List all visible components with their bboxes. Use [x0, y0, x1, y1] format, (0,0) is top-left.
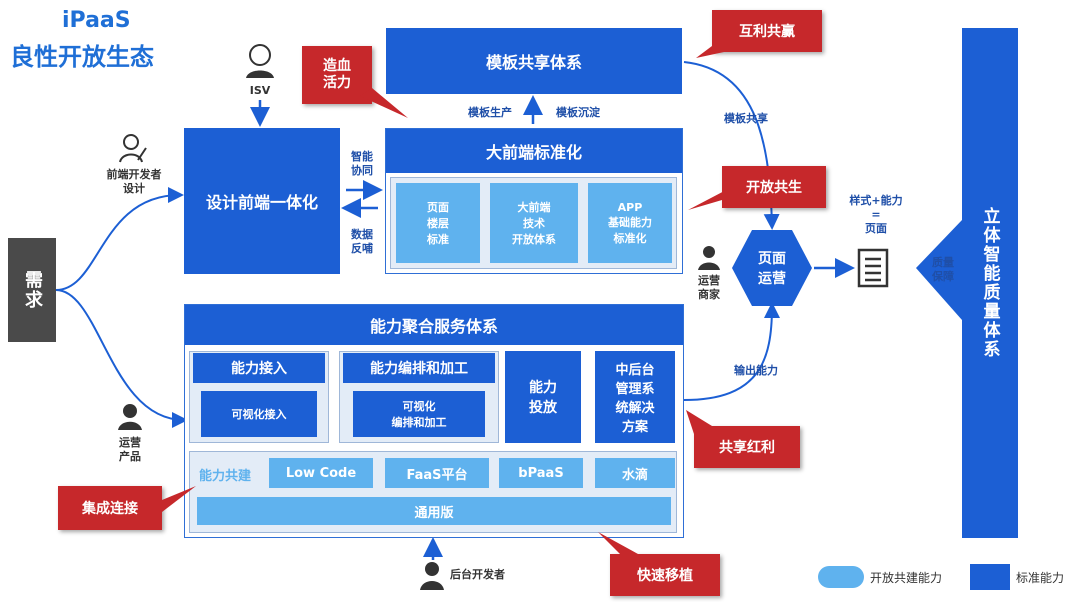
- pill-shuidi: 水滴: [595, 458, 675, 488]
- template-system-box: 模板共享体系: [386, 28, 682, 94]
- design-fe-box: 设计前端一体化: [184, 128, 340, 274]
- fe-dev-icon: [118, 132, 148, 164]
- ops-product-icon: [116, 402, 144, 430]
- callout-blood: 造血 活力: [302, 46, 372, 104]
- output-cap-label: 输出能力: [734, 364, 778, 377]
- big-fe-item-app: APP 基础能力 标准化: [588, 183, 672, 263]
- title-line1: iPaaS: [62, 8, 131, 33]
- pill-lowcode: Low Code: [269, 458, 373, 488]
- ops-merchant-label: 运营 商家: [698, 274, 720, 301]
- template-produce-label: 模板生产: [468, 106, 512, 119]
- mid-backend-box: 中后台 管理系 统解决 方案: [595, 351, 675, 443]
- fe-dev-label: 前端开发者 设计: [106, 168, 162, 195]
- isv-icon: [242, 42, 278, 80]
- document-icon: [856, 248, 890, 288]
- delivery-box: 能力 投放: [505, 351, 581, 443]
- big-fe-item-floor: 页面 楼层 标准: [396, 183, 480, 263]
- big-fe-item-tech: 大前端 技术 开放体系: [490, 183, 578, 263]
- access-title: 能力接入: [193, 353, 325, 383]
- pill-bpaas: bPaaS: [499, 458, 583, 488]
- legend-std-swatch: [970, 564, 1010, 590]
- page-subtitle: 良性开放生态: [10, 43, 154, 71]
- callout-dividend: 共享红利: [694, 426, 800, 468]
- style-cap-label: 样式+能力 = 页面: [849, 194, 903, 235]
- pill-faas: FaaS平台: [385, 458, 489, 488]
- orchestration-inner: 可视化 编排和加工: [353, 391, 485, 437]
- template-share-label: 模板共享: [724, 112, 768, 125]
- backend-dev-icon: [418, 560, 446, 590]
- demand-block: 需求: [8, 238, 56, 342]
- legend-open-label: 开放共建能力: [870, 571, 943, 585]
- big-fe-title: 大前端标准化: [386, 129, 682, 173]
- backend-dev-label: 后台开发者: [450, 568, 505, 581]
- ops-product-label: 运营 产品: [119, 436, 141, 463]
- data-feedback-label: 数据 反哺: [351, 228, 373, 255]
- quality-system-box: 立体智能质量体系: [962, 28, 1018, 538]
- legend-open-swatch: [818, 566, 864, 588]
- isv-label: ISV: [249, 84, 271, 97]
- legend-std-label: 标准能力: [1016, 571, 1065, 585]
- ops-merchant-icon: [696, 244, 722, 270]
- access-inner: 可视化接入: [201, 391, 317, 437]
- cobuild-label: 能力共建: [199, 469, 252, 484]
- aggregation-frame: 能力聚合服务体系 能力接入 可视化接入 能力编排和加工 可视化 编排和加工 能力…: [184, 304, 684, 538]
- page-title: iPaaS: [60, 8, 131, 33]
- smart-collab-label: 智能 协同: [351, 150, 373, 177]
- callout-mutual: 互利共赢: [712, 10, 822, 52]
- orchestration-title: 能力编排和加工: [343, 353, 495, 383]
- aggregation-title: 能力聚合服务体系: [185, 305, 683, 345]
- template-settle-label: 模板沉淀: [556, 106, 600, 119]
- callout-integration: 集成连接: [58, 486, 162, 530]
- big-fe-frame: 大前端标准化 页面 楼层 标准 大前端 技术 开放体系 APP 基础能力 标准化: [385, 128, 683, 274]
- callout-migration: 快速移植: [610, 554, 720, 596]
- general-bar: 通用版: [197, 497, 671, 525]
- callout-open-share: 开放共生: [722, 166, 826, 208]
- quality-guarantee-label: 质量 保障: [932, 256, 954, 283]
